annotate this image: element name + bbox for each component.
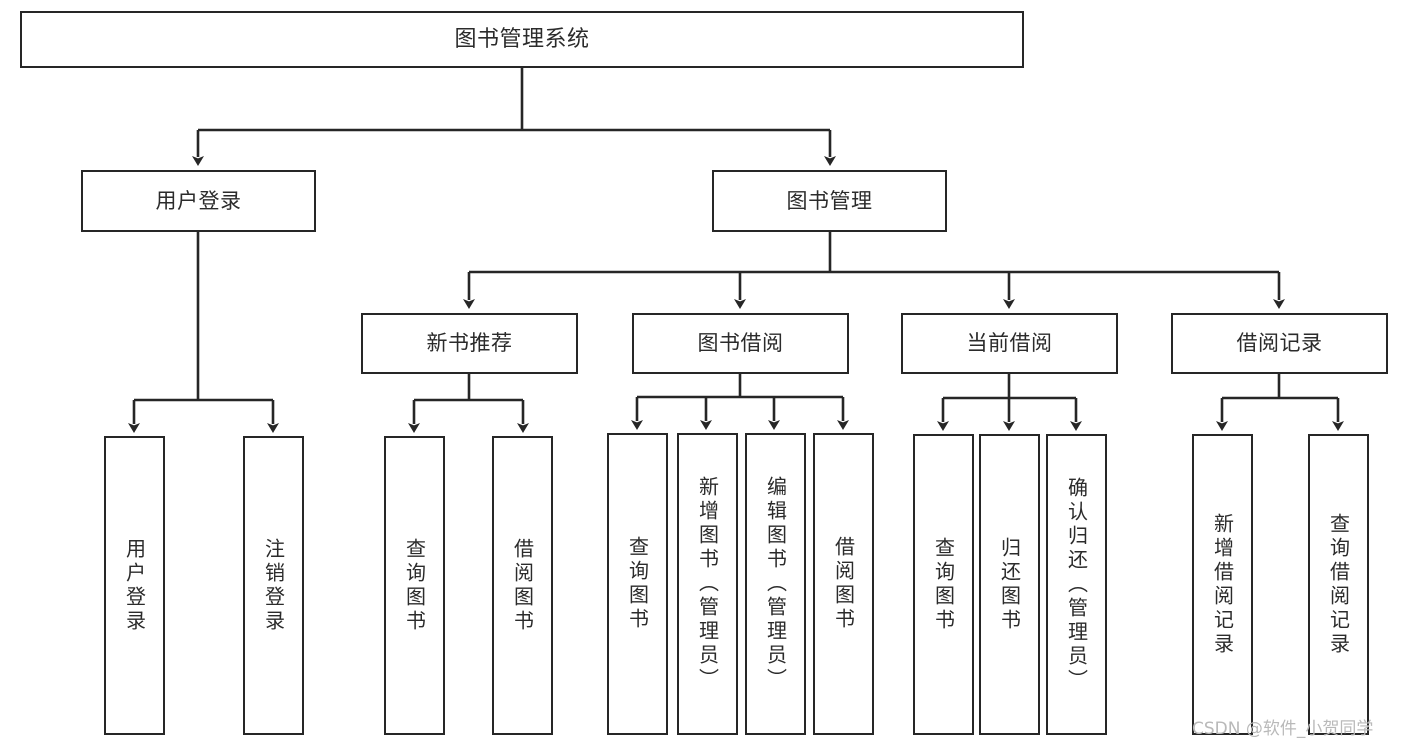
leaf-query-book-new[interactable]: 查询图书 bbox=[384, 436, 445, 735]
node-current-borrow[interactable]: 当前借阅 bbox=[901, 313, 1118, 374]
node-label: 用户登录 bbox=[122, 537, 147, 634]
node-label: 归还图书 bbox=[997, 536, 1022, 633]
node-label: 新书推荐 bbox=[426, 331, 513, 356]
node-label: 确认归还（管理员） bbox=[1064, 476, 1089, 693]
leaf-logout-login[interactable]: 注销登录 bbox=[243, 436, 304, 735]
node-label: 编辑图书（管理员） bbox=[763, 476, 788, 692]
leaf-query-book-current[interactable]: 查询图书 bbox=[913, 434, 974, 735]
node-label: 新增借阅记录 bbox=[1210, 512, 1235, 657]
node-book-borrow[interactable]: 图书借阅 bbox=[632, 313, 849, 374]
leaf-return-book[interactable]: 归还图书 bbox=[979, 434, 1040, 735]
node-label: 图书管理系统 bbox=[454, 26, 590, 52]
node-label: 当前借阅 bbox=[966, 331, 1053, 356]
leaf-add-book-admin[interactable]: 新增图书（管理员） bbox=[677, 433, 738, 735]
node-label: 借阅记录 bbox=[1236, 331, 1323, 356]
node-label: 新增图书（管理员） bbox=[695, 476, 720, 692]
leaf-edit-book-admin[interactable]: 编辑图书（管理员） bbox=[745, 433, 806, 735]
node-label: 查询借阅记录 bbox=[1326, 512, 1351, 657]
csdn-watermark: CSDN @软件_小贺同学 bbox=[1192, 719, 1374, 739]
node-label: 查询图书 bbox=[402, 537, 427, 634]
node-label: 查询图书 bbox=[625, 536, 650, 632]
node-label: 图书管理 bbox=[786, 188, 873, 213]
node-user-login[interactable]: 用户登录 bbox=[81, 170, 316, 232]
node-label: 借阅图书 bbox=[510, 537, 535, 634]
node-new-book-recommend[interactable]: 新书推荐 bbox=[361, 313, 578, 374]
node-book-management[interactable]: 图书管理 bbox=[712, 170, 947, 232]
node-label: 查询图书 bbox=[931, 536, 956, 633]
node-borrow-record[interactable]: 借阅记录 bbox=[1171, 313, 1388, 374]
leaf-query-borrow-record[interactable]: 查询借阅记录 bbox=[1308, 434, 1369, 735]
node-root-system[interactable]: 图书管理系统 bbox=[20, 11, 1024, 68]
leaf-borrow-book-borrow[interactable]: 借阅图书 bbox=[813, 433, 874, 735]
leaf-add-borrow-record[interactable]: 新增借阅记录 bbox=[1192, 434, 1253, 735]
leaf-user-login[interactable]: 用户登录 bbox=[104, 436, 165, 735]
leaf-borrow-book-new[interactable]: 借阅图书 bbox=[492, 436, 553, 735]
node-label: 借阅图书 bbox=[831, 536, 856, 632]
node-label: 用户登录 bbox=[155, 188, 242, 213]
leaf-confirm-return-admin[interactable]: 确认归还（管理员） bbox=[1046, 434, 1107, 735]
node-label: 注销登录 bbox=[261, 537, 286, 634]
leaf-query-book-borrow[interactable]: 查询图书 bbox=[607, 433, 668, 735]
node-label: 图书借阅 bbox=[697, 331, 784, 356]
